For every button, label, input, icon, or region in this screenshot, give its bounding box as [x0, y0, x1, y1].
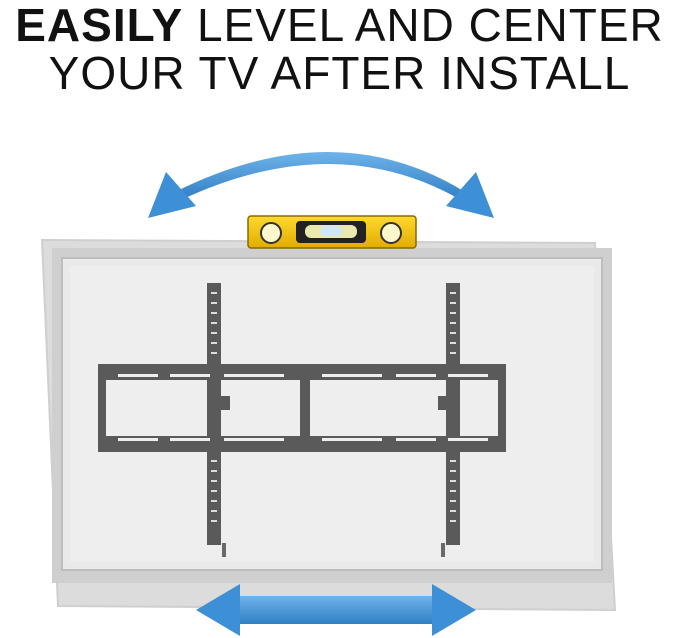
horizontal-double-arrow-icon — [196, 584, 476, 636]
bracket-left-rail — [207, 283, 221, 545]
curved-double-arrow-icon — [148, 152, 494, 218]
bubble-level-icon — [247, 215, 417, 249]
headline-line-1: EASILY LEVEL AND CENTER — [0, 2, 679, 48]
bracket-right-rail — [446, 283, 460, 545]
headline-line-2: YOUR TV AFTER INSTALL — [48, 47, 631, 99]
headline-bold-word: EASILY — [15, 0, 184, 51]
wall-plate — [98, 364, 506, 452]
bracket-feet — [222, 543, 445, 557]
tv-back-panel — [52, 248, 612, 583]
headline-line-1-rest: LEVEL AND CENTER — [183, 0, 664, 51]
